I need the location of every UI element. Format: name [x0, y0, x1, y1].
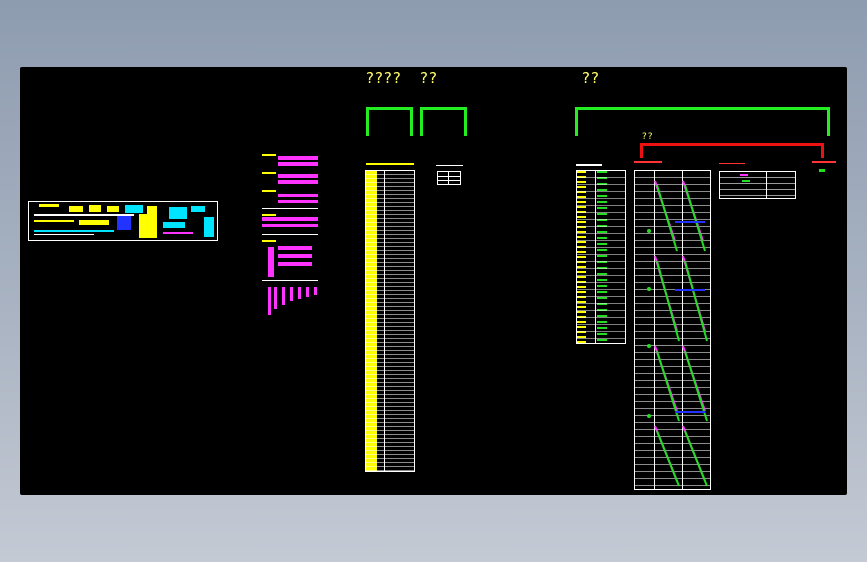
- schedule-a-rows: [366, 171, 414, 471]
- schedule-b-divider: [448, 172, 449, 184]
- schedule-c2-divider: [654, 171, 655, 489]
- schedule-table-c1[interactable]: [576, 170, 626, 344]
- schedule-a-title: [366, 163, 414, 165]
- schedule-table-a[interactable]: [365, 170, 415, 472]
- bracket-group-a: [366, 107, 413, 136]
- schedule-d1-mark: [742, 180, 750, 182]
- group-label-b: ??: [420, 69, 438, 87]
- schedule-table-b[interactable]: [437, 171, 461, 185]
- schedule-table-c2[interactable]: [634, 170, 711, 490]
- schedule-d1-rows: [720, 172, 795, 198]
- schedule-c2-divider: [682, 171, 683, 489]
- schedule-d2-mark: [819, 169, 825, 172]
- group-label-c: ??: [582, 69, 600, 87]
- bracket-group-b: [420, 107, 467, 136]
- cad-schedule-table-icon: [647, 180, 708, 487]
- schedule-c1-title: [576, 164, 602, 166]
- symbol-sheet[interactable]: [260, 152, 322, 320]
- schedule-d2-title: [812, 161, 836, 163]
- cad-model-space[interactable]: ???? ?? ?? ??: [20, 67, 847, 495]
- cad-symbol-sheet-icon: [262, 154, 318, 315]
- schedule-table-d1[interactable]: [719, 171, 796, 199]
- cad-layout-drawing-icon: [34, 204, 214, 238]
- group-label-d: ??: [642, 132, 654, 142]
- schedule-b-row: [438, 176, 460, 177]
- schedule-c1-rows: [577, 171, 625, 343]
- group-label-a: ????: [366, 69, 402, 87]
- schedule-d1-title: [719, 163, 745, 164]
- schedule-b-title: [436, 165, 463, 166]
- schedule-b-row: [438, 180, 460, 181]
- bracket-group-d: [640, 143, 824, 158]
- schedule-c2-title: [634, 161, 662, 163]
- bracket-group-c: [575, 107, 830, 136]
- schedule-d1-divider: [766, 172, 767, 198]
- schedule-d1-mark: [740, 174, 748, 176]
- overview-drawing[interactable]: [28, 201, 218, 241]
